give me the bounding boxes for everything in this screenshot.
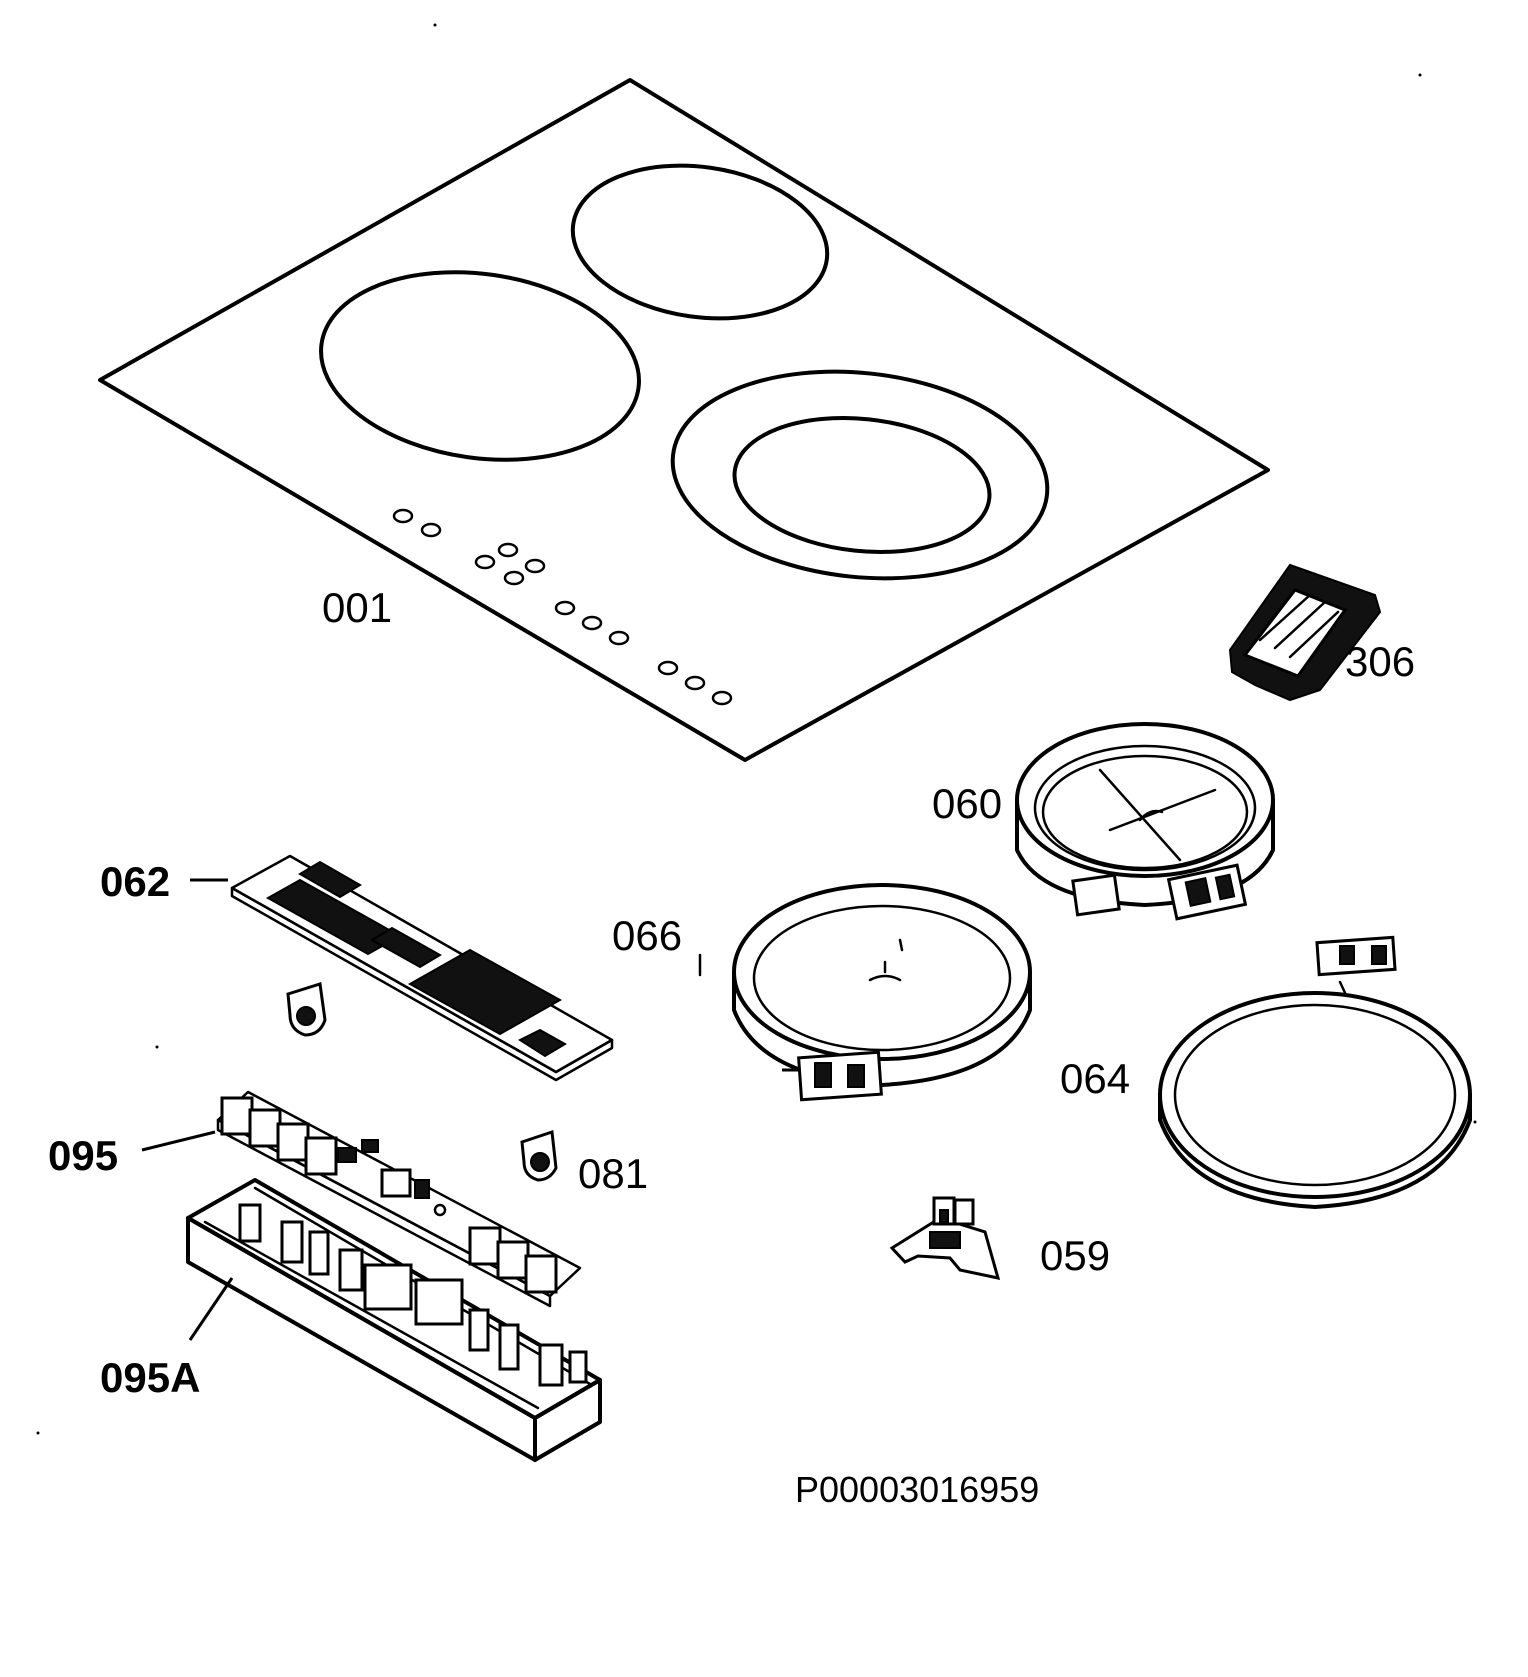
small-spacer-part: [286, 982, 327, 1037]
scan-speck: [1473, 1120, 1477, 1124]
label-heater-ring: 064: [1060, 1055, 1130, 1102]
leader-board-housing: [188, 1277, 234, 1341]
touch-control-board-part: [230, 854, 614, 1082]
thermal-switch-part: [889, 1196, 1001, 1280]
leader-power-board: [141, 1130, 216, 1152]
terminal-connector-part: [1228, 563, 1382, 702]
scan-speck: [36, 1431, 40, 1435]
scan-speck: [433, 23, 437, 27]
label-small-knob: 081: [578, 1150, 648, 1197]
label-connector-block: 306: [1345, 638, 1415, 685]
scan-speck: [1418, 73, 1422, 77]
label-control-board: 062: [100, 858, 170, 905]
label-cooktop: 001: [322, 584, 392, 631]
glass-cooktop-part: [98, 78, 1270, 762]
heater-ring-part: [1158, 935, 1472, 1209]
large-radiant-heater-part: [732, 883, 1032, 1102]
label-thermal-switch: 059: [1040, 1232, 1110, 1279]
label-power-board: 095: [48, 1132, 118, 1179]
power-board-part: [216, 1090, 582, 1308]
reference-number: P00003016959: [795, 1469, 1039, 1510]
dual-ring-heater-part: [1015, 722, 1275, 921]
small-knob-part: [520, 1129, 558, 1182]
label-board-housing: 095A: [100, 1354, 200, 1401]
touch-control-dots: [392, 508, 733, 706]
board-housing-part: [186, 1178, 602, 1462]
label-large-heater: 066: [612, 912, 682, 959]
label-dual-ring-heater: 060: [932, 780, 1002, 827]
scan-speck: [155, 1045, 159, 1049]
